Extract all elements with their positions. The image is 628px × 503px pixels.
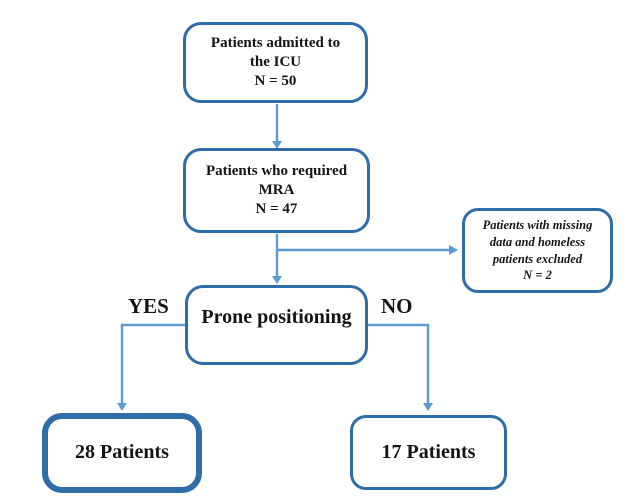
node-prone-positioning: Prone positioning bbox=[185, 285, 368, 365]
node-text-line: MRA bbox=[258, 181, 295, 198]
arrow-mra-to-prone bbox=[272, 234, 282, 284]
node-text-line: patients excluded bbox=[492, 251, 583, 266]
node-patients-admitted: Patients admitted to the ICU N = 50 bbox=[183, 22, 368, 103]
node-text-line: N = 47 bbox=[255, 201, 298, 218]
arrow-no-branch bbox=[368, 323, 433, 411]
node-text-line: Patients with missing bbox=[482, 217, 593, 232]
node-text-line: N = 2 bbox=[523, 268, 552, 283]
node-patients-required-mra: Patients who required MRA N = 47 bbox=[183, 148, 370, 233]
node-text-line: data and homeless bbox=[489, 234, 586, 249]
node-text-line: Patients who required bbox=[205, 162, 348, 179]
node-28-patients: 28 Patients bbox=[42, 413, 202, 493]
branch-label-yes: YES bbox=[128, 294, 169, 318]
node-text-line: 17 Patients bbox=[381, 440, 476, 463]
node-patients-excluded: Patients with missing data and homeless … bbox=[462, 208, 613, 293]
node-text-line: Patients admitted to bbox=[210, 34, 341, 51]
node-text-line: N = 50 bbox=[254, 73, 297, 90]
node-text-line: the ICU bbox=[249, 53, 302, 70]
node-text-line: 28 Patients bbox=[75, 441, 169, 464]
branch-label-no: NO bbox=[381, 294, 413, 318]
arrow-to-excluded bbox=[277, 245, 458, 255]
arrow-admitted-to-mra bbox=[272, 104, 282, 149]
node-text-line: Prone positioning bbox=[201, 306, 352, 329]
node-17-patients: 17 Patients bbox=[350, 415, 507, 490]
arrow-yes-branch bbox=[117, 323, 185, 411]
